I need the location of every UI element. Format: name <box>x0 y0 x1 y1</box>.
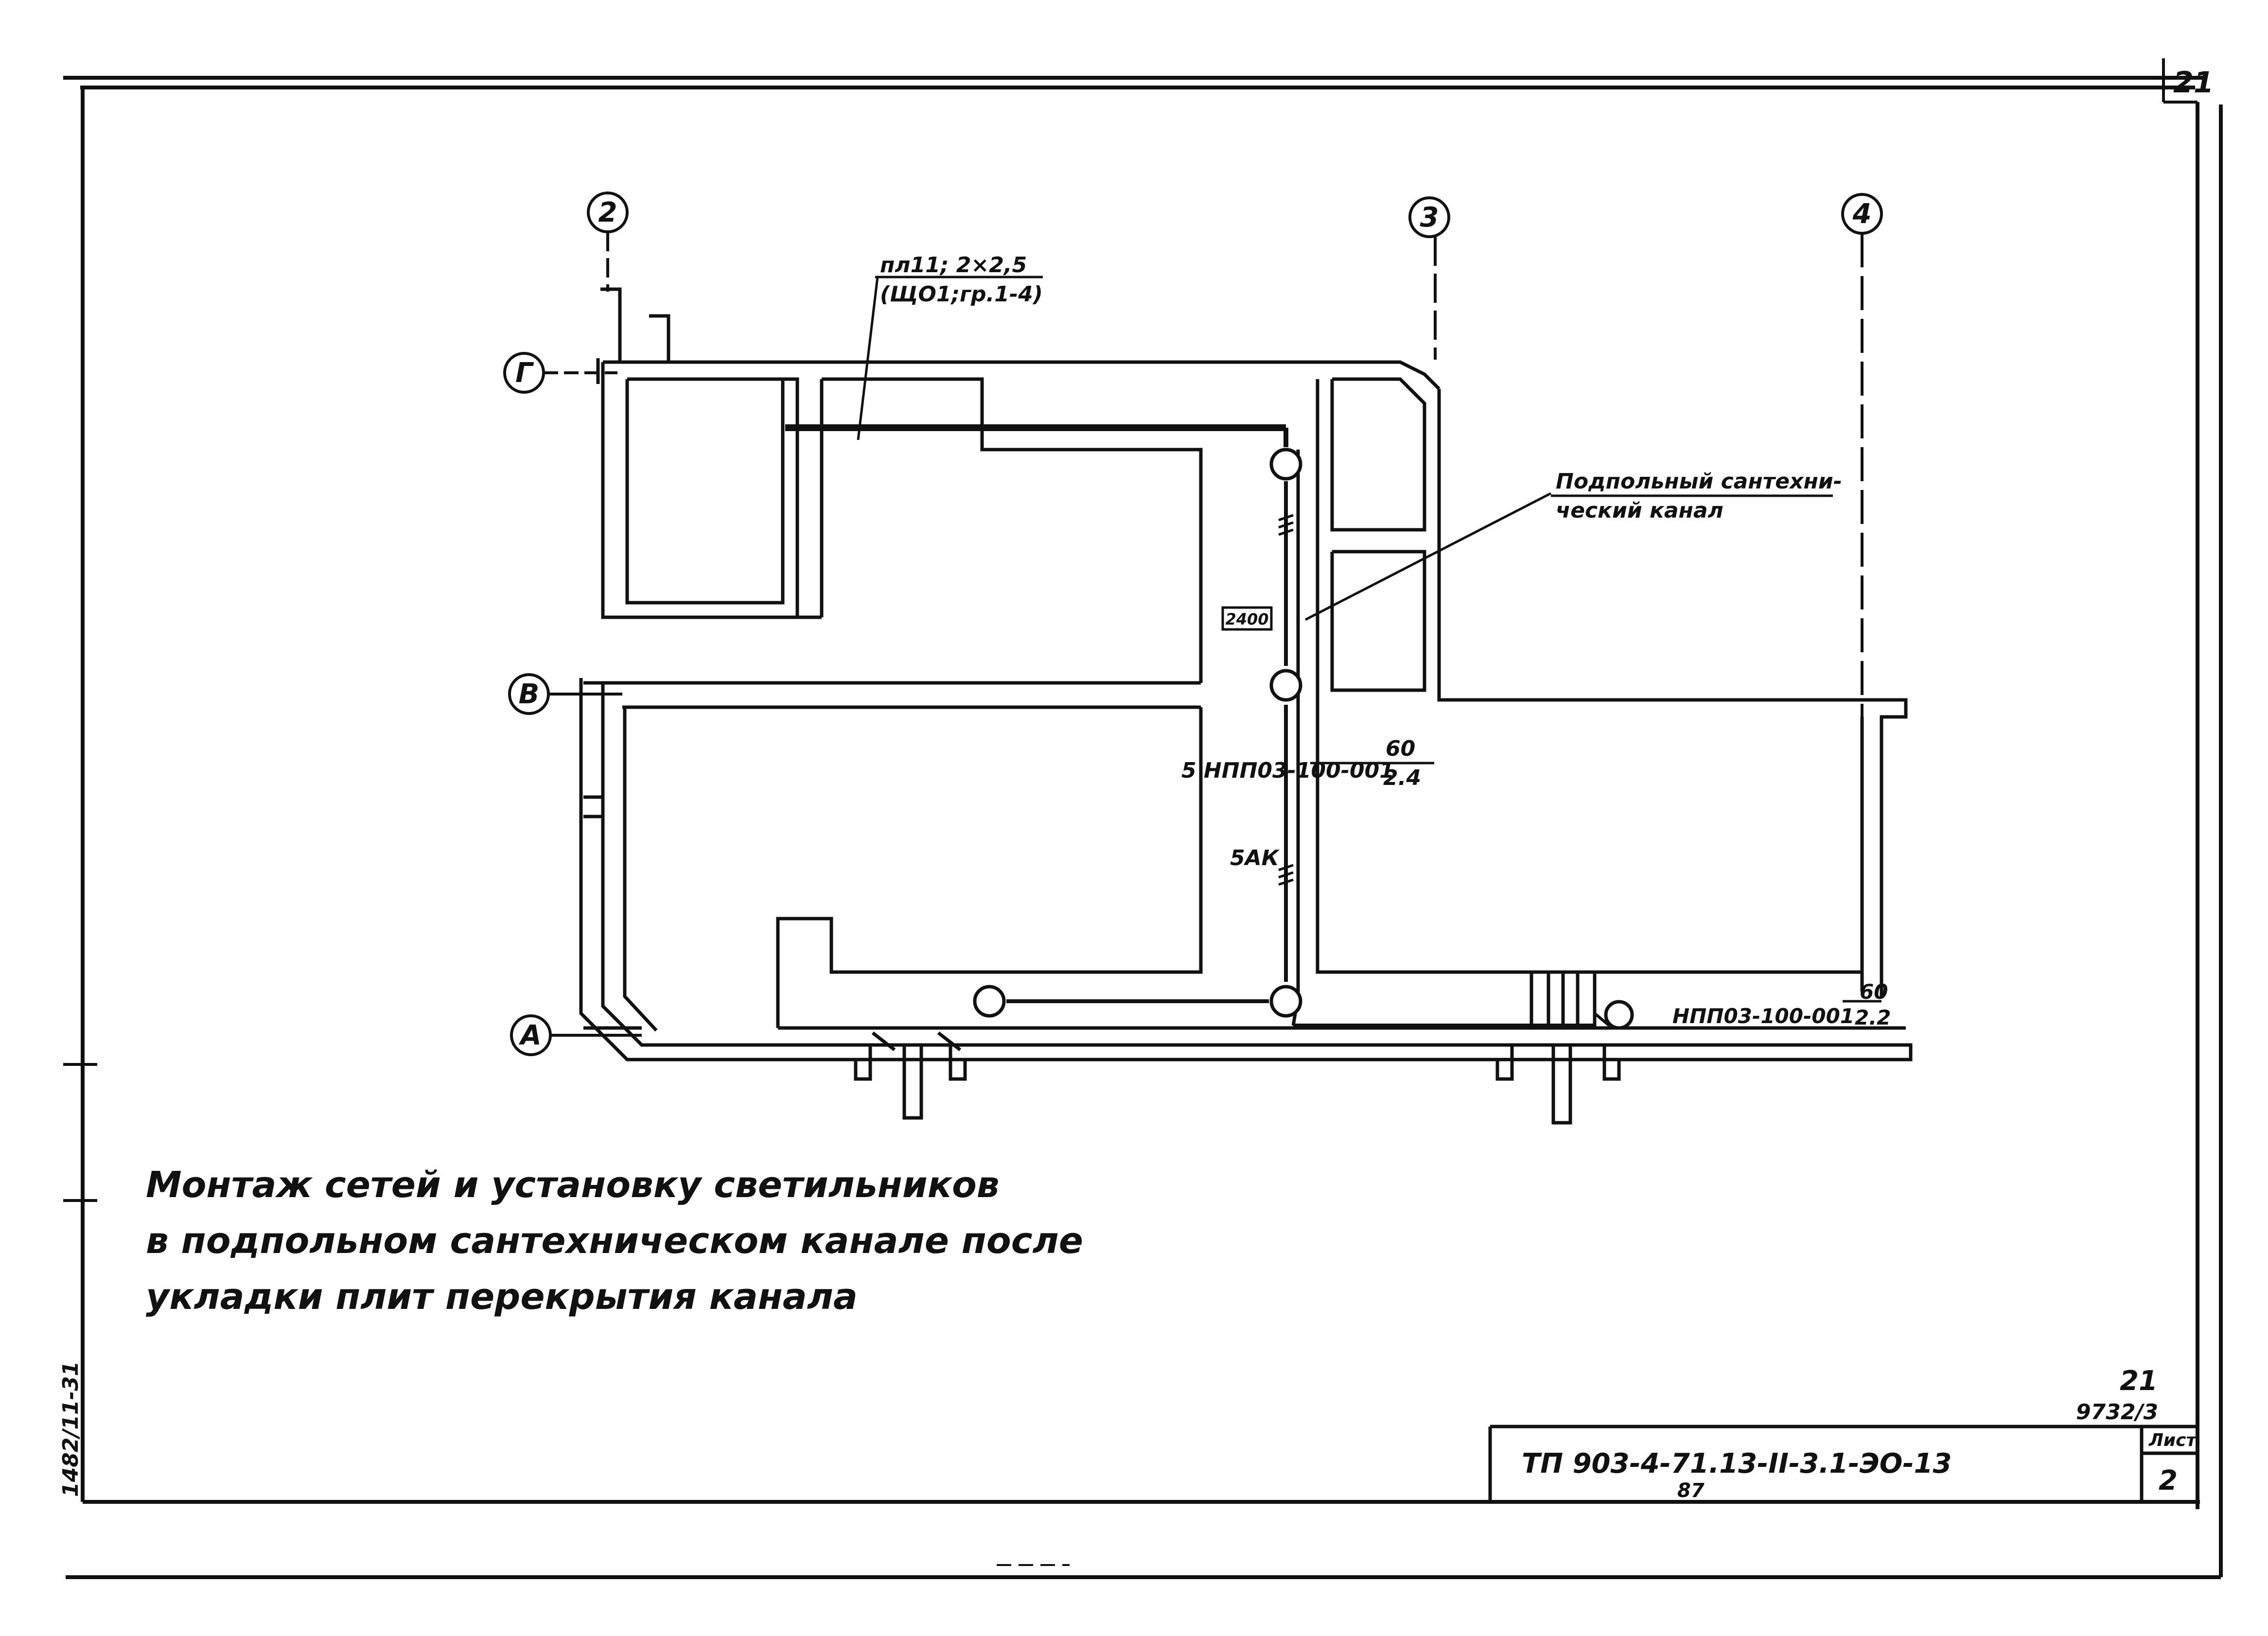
note-line-1: Монтаж сетей и установку светильников <box>146 1164 1000 1206</box>
axis-3-label: 3 <box>1420 202 1439 233</box>
drawing-labels: пл11; 2×2,5 (ЩО1;гр.1-4) Подпольный сант… <box>880 253 1891 1029</box>
luminaire-3 <box>1269 985 1302 1018</box>
lamp-single-label: НПП03-100-001 <box>1672 1004 1854 1028</box>
box-2400 <box>1221 606 1273 631</box>
cable-5ak-label: 5АК <box>1230 846 1280 870</box>
cable-label-line1: пл11; 2×2,5 <box>880 253 1027 278</box>
mark-2400: 2400 <box>1225 610 1268 628</box>
note-line-2: в подпольном сантехническом канале после <box>146 1220 1083 1262</box>
luminaires <box>973 448 1634 1030</box>
archive-code: 9732/3 <box>2076 1400 2158 1425</box>
axis-labels: 2 3 4 Г В А <box>515 197 1871 1051</box>
luminaire-5 <box>1604 1000 1634 1030</box>
sheet-frame <box>63 58 2223 1579</box>
luminaire-1 <box>1269 448 1302 481</box>
axis-markers <box>503 191 1883 1056</box>
sheet-label: Лист <box>2148 1430 2197 1450</box>
lamp-single-num: 60 <box>1860 980 1888 1004</box>
luminaire-2 <box>1269 669 1302 702</box>
channel-label-line1: Подпольный сантехни- <box>1556 469 1842 494</box>
document-code: ТП 903-4-71.13-II-3.1-ЭО-13 <box>1522 1448 1952 1479</box>
lamp-group-den: 2.4 <box>1383 766 1421 790</box>
document-year: 87 <box>1677 1479 1705 1502</box>
channel-label-line2: ческий канал <box>1556 498 1723 523</box>
cable-label-line2: (ЩО1;гр.1-4) <box>880 282 1043 307</box>
axis-3-bubble <box>1408 196 1450 238</box>
cable-network <box>785 276 1881 1027</box>
axis-4-label: 4 <box>1852 198 1872 230</box>
axis-v-label: В <box>519 679 540 710</box>
note-line-3: укладки плит перекрытия канала <box>146 1276 858 1318</box>
axis-a-label: А <box>518 1020 541 1051</box>
title-block <box>1488 1425 2198 1502</box>
lamp-group-label: 5 НПП03-100-001 <box>1181 758 1394 783</box>
luminaire-4 <box>973 985 1006 1018</box>
axis-g-label: Г <box>515 357 534 389</box>
archive-number: 21 <box>2120 1365 2158 1397</box>
building-walls <box>579 287 1913 1125</box>
axis-2-label: 2 <box>598 197 617 228</box>
side-code: 1482/11-31 <box>58 1361 83 1497</box>
lamp-single-den: 2.2 <box>1855 1006 1891 1029</box>
sheet-corner-number: 21 <box>2173 66 2214 100</box>
lamp-group-num: 60 <box>1386 736 1415 761</box>
sheet-number: 2 <box>2159 1465 2178 1497</box>
